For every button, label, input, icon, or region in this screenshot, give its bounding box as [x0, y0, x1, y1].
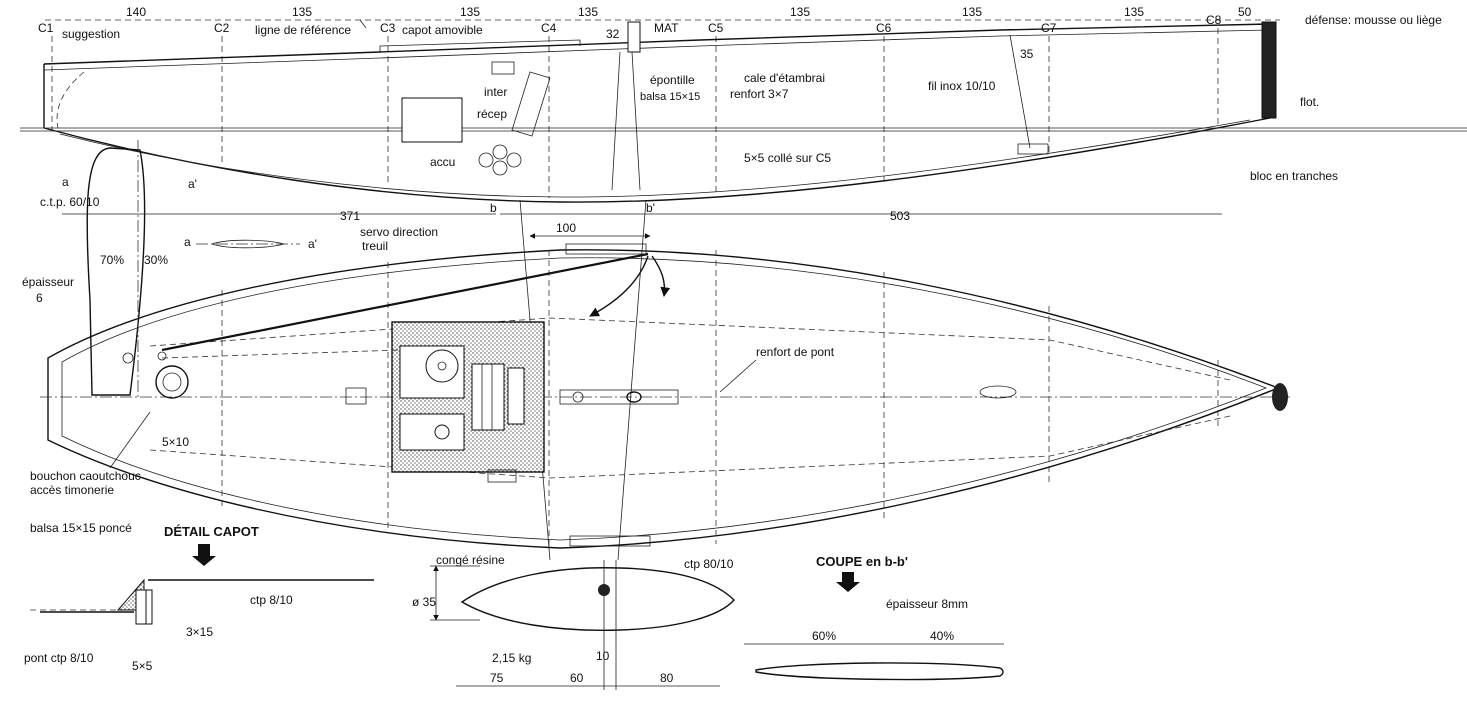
label-ctp810: ctp 8/10 — [250, 593, 293, 607]
label-3x15: 3×15 — [186, 625, 213, 639]
spacing-2: 135 — [292, 5, 312, 19]
battery-pack — [471, 363, 505, 431]
mast-stub — [627, 21, 641, 53]
label-a: a — [62, 175, 69, 189]
label-p70: 70% — [100, 253, 124, 267]
section-bb: COUPE en b-b' épaisseur 8mm 60% 40% — [744, 554, 1004, 681]
label-b: b — [490, 201, 497, 215]
spacing-4: 135 — [578, 5, 598, 19]
label-dim80: 80 — [660, 671, 674, 685]
detail-arrow-icon — [192, 544, 216, 566]
label-dia35: ø 35 — [412, 595, 436, 609]
label-5x10: 5×10 — [162, 435, 189, 449]
station-c8: C8 — [1206, 13, 1222, 27]
rudder: a a' c.t.p. 60/10 371 70% 30% épaisseur … — [22, 140, 496, 400]
plan-bumper — [1272, 383, 1288, 411]
label-bouchon-acces: accès timonerie — [30, 483, 114, 497]
hull-plan — [40, 243, 1290, 549]
label-suggestion: suggestion — [62, 27, 120, 41]
label-accu: accu — [430, 155, 455, 169]
spacing-8: 50 — [1238, 5, 1252, 19]
label-epontille: épontille — [650, 73, 695, 87]
station-c6: C6 — [876, 21, 892, 35]
label-cale: cale d'étambrai — [744, 71, 825, 85]
label-ctp6010: c.t.p. 60/10 — [40, 195, 100, 209]
spacing-5: 135 — [790, 5, 810, 19]
label-p60: 60% — [812, 629, 836, 643]
label-renfort37: renfort 3×7 — [730, 87, 789, 101]
station-c3: C3 — [380, 21, 396, 35]
spacing-3: 135 — [460, 5, 480, 19]
label-dim75: 75 — [490, 671, 504, 685]
label-renfort-pont: renfort de pont — [756, 345, 835, 359]
label-conge: congé résine — [436, 553, 505, 567]
label-a-prime-section: a' — [308, 237, 317, 251]
label-bloc: bloc en tranches — [1250, 169, 1338, 183]
receiver — [507, 367, 525, 425]
label-a-section: a — [184, 235, 191, 249]
label-ligne-ref: ligne de référence — [255, 23, 351, 37]
station-lines — [51, 28, 1219, 198]
label-epaisseur: épaisseur — [22, 275, 74, 289]
top-dimension-row: 140 135 135 135 135 135 135 50 C1 C2 C3 … — [38, 5, 1280, 35]
label-detail-capot: DÉTAIL CAPOT — [164, 524, 259, 539]
label-flot: flot. — [1300, 95, 1319, 109]
detail-capot: balsa 15×15 poncé DÉTAIL CAPOT ctp 8/10 … — [24, 521, 374, 673]
rudder-servo — [399, 413, 465, 451]
bumper-block — [1261, 21, 1277, 119]
label-epaisseur8: épaisseur 8mm — [886, 597, 968, 611]
label-pont-ctp: pont ctp 8/10 — [24, 651, 94, 665]
label-mat: MAT — [654, 21, 679, 35]
servo-profile — [401, 97, 463, 143]
label-bouchon: bouchon caoutchouc — [30, 469, 141, 483]
label-p30: 30% — [144, 253, 168, 267]
label-treuil: treuil — [362, 239, 388, 253]
label-balsa-ponce: balsa 15×15 poncé — [30, 521, 132, 535]
label-dim32: 32 — [606, 27, 620, 41]
label-dim10: 10 — [596, 649, 610, 663]
label-coupe: COUPE en b-b' — [816, 554, 908, 569]
label-epontille-balsa: balsa 15×15 — [640, 91, 700, 103]
label-a-prime: a' — [188, 177, 197, 191]
label-5x5: 5×5 — [132, 659, 153, 673]
label-weight: 2,15 kg — [492, 651, 531, 665]
label-ctp8010: ctp 80/10 — [684, 557, 734, 571]
station-c5: C5 — [708, 21, 724, 35]
plan-labels: renfort de pont 5×10 bouchon caoutchouc … — [30, 345, 835, 497]
station-c7: C7 — [1041, 21, 1057, 35]
label-dim100: 100 — [556, 221, 576, 235]
hull-profile — [20, 19, 1467, 203]
label-dim60: 60 — [570, 671, 584, 685]
label-b-prime: b' — [646, 201, 655, 215]
label-recep: récep — [477, 107, 507, 121]
spacing-7: 135 — [1124, 5, 1144, 19]
label-dim35: 35 — [1020, 47, 1034, 61]
spacing-6: 135 — [962, 5, 982, 19]
label-dim503: 503 — [890, 209, 910, 223]
label-defense: défense: mousse ou liège — [1305, 13, 1442, 27]
label-dim371: 371 — [340, 209, 360, 223]
profile-labels: suggestion ligne de référence capot amov… — [62, 13, 1442, 183]
station-c2: C2 — [214, 21, 230, 35]
label-colle-c5: 5×5 collé sur C5 — [744, 151, 831, 165]
station-c4: C4 — [541, 21, 557, 35]
label-capot: capot amovible — [402, 23, 483, 37]
keel-bulb: congé résine ctp 80/10 ø 35 2,15 kg 10 7… — [412, 553, 735, 690]
coupe-arrow-icon — [836, 572, 860, 592]
station-c1: C1 — [38, 21, 54, 35]
label-p40: 40% — [930, 629, 954, 643]
label-inter: inter — [484, 85, 507, 99]
spacing-1: 140 — [126, 5, 146, 19]
label-servo: servo direction — [360, 225, 438, 239]
label-epaisseur-6: 6 — [36, 291, 43, 305]
label-fil-inox: fil inox 10/10 — [928, 79, 996, 93]
